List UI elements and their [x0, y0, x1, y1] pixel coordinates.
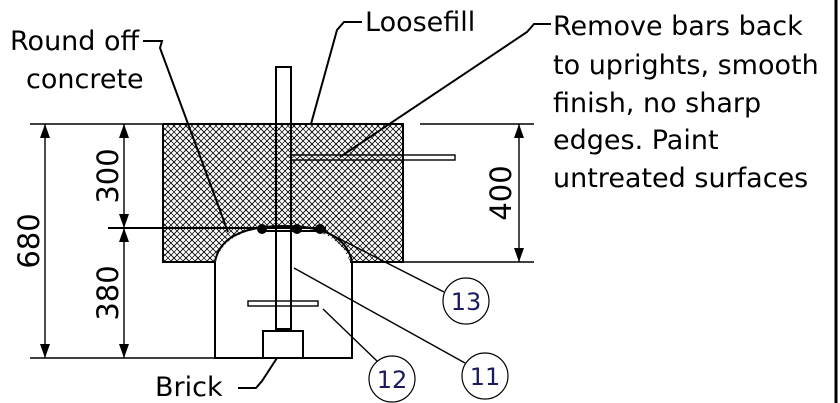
round-off-label-2: concrete [26, 64, 144, 95]
dimension-380: 380 [91, 228, 129, 358]
ref-bubble-11: 11 [293, 267, 509, 400]
remove-leader [339, 23, 551, 158]
weld-dot-mid [292, 224, 302, 234]
ref-bubble-13: 13 [329, 233, 490, 325]
remove-label-4: edges. Paint [553, 125, 719, 156]
dim-380-label: 380 [91, 265, 125, 320]
brick [262, 330, 304, 359]
loosefill-area [162, 123, 404, 263]
ref-12-label: 12 [377, 366, 408, 394]
cross-bar-top [290, 154, 456, 161]
upright-post [275, 66, 292, 330]
cross-bar-concrete [108, 224, 326, 234]
weld-dot-left [257, 224, 267, 234]
remove-label-3: finish, no sharp [553, 88, 761, 119]
ref-bubble-12: 12 [322, 308, 416, 403]
weld-dot-right [315, 224, 325, 234]
dimension-680: 680 [12, 123, 215, 359]
concrete-footing [214, 224, 353, 359]
ref-11-label: 11 [470, 363, 501, 391]
dim-680-label: 680 [12, 213, 46, 268]
round-off-leader [143, 40, 229, 233]
remove-label-5: untreated surfaces [553, 163, 808, 194]
round-off-label-1: Round off [10, 26, 141, 57]
loosefill-label: Loosefill [365, 7, 475, 38]
dim-300-label: 300 [91, 148, 125, 203]
loosefill-leader [310, 21, 362, 125]
remove-label-2: to uprights, smooth [553, 50, 819, 81]
brick-leader [238, 357, 278, 389]
dimension-300: 300 [91, 124, 129, 228]
dim-400-label: 400 [484, 165, 518, 220]
remove-label-1: Remove bars back [553, 11, 803, 42]
dimension-400: 400 [352, 123, 534, 263]
brick-label: Brick [155, 372, 223, 403]
foot-plate [247, 300, 319, 307]
ref-13-label: 13 [451, 288, 482, 316]
